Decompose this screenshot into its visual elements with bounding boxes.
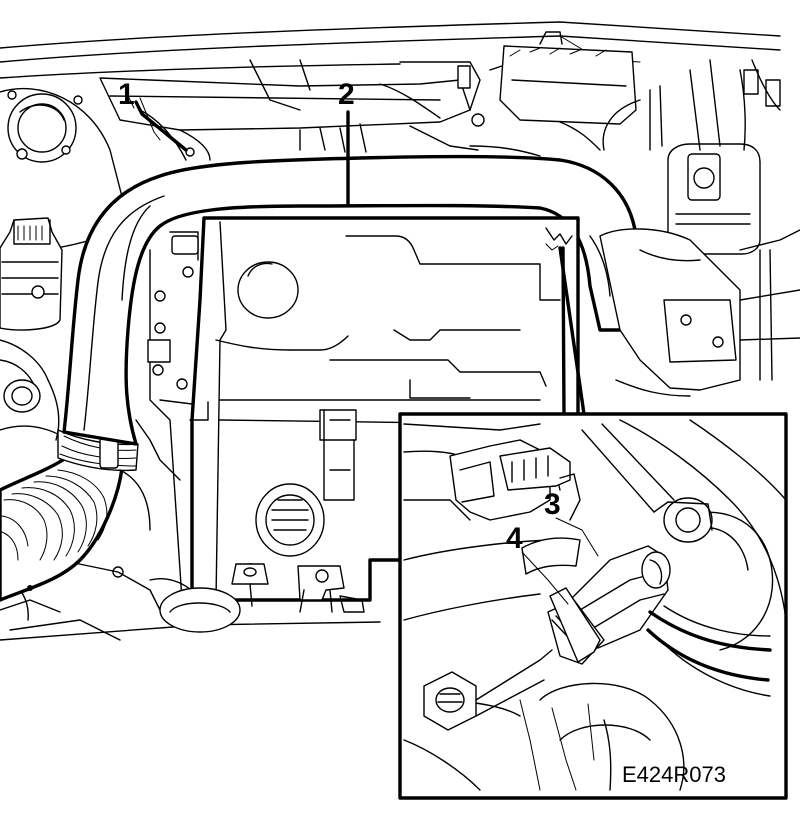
inset-leader-lines bbox=[558, 246, 586, 416]
lower-connectors bbox=[159, 563, 365, 633]
callout-1: 1 bbox=[118, 78, 135, 111]
figure-code: E424R073 bbox=[622, 762, 726, 787]
hose-clamp bbox=[57, 429, 139, 472]
callout-3: 3 bbox=[544, 488, 561, 521]
callout-4: 4 bbox=[506, 522, 523, 555]
upper-pipes bbox=[99, 31, 637, 161]
intake-boot bbox=[0, 456, 124, 602]
callout-2: 2 bbox=[338, 78, 355, 111]
right-mounts bbox=[589, 228, 800, 397]
inset-content bbox=[403, 419, 787, 791]
detail-inset bbox=[398, 412, 788, 800]
brake-fluid-reservoir bbox=[559, 59, 781, 255]
strut-tower-left bbox=[0, 88, 129, 256]
hood-edge bbox=[0, 21, 781, 79]
reservoir-left bbox=[0, 217, 63, 331]
oil-filler-cap bbox=[255, 483, 325, 557]
callout-leaders bbox=[127, 95, 599, 605]
